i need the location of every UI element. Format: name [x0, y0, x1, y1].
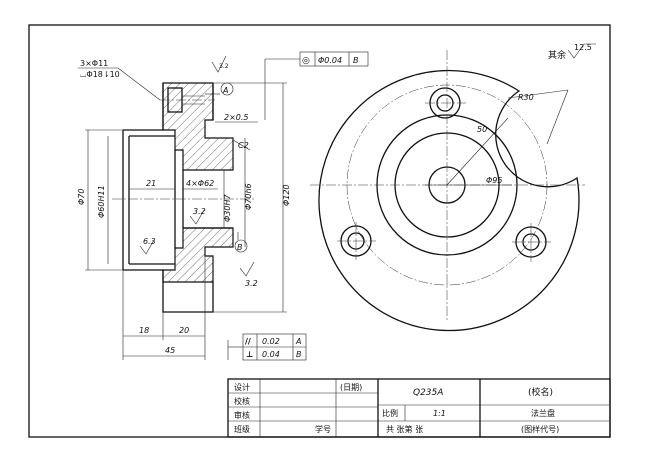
tb-class: 班级 [234, 424, 250, 434]
dim-rough63: 6.3 [143, 237, 156, 246]
tol-parallel-datum: A [295, 337, 301, 346]
rough-top: 3.2 [219, 63, 229, 70]
roughness-note-label: 其余 [548, 49, 566, 61]
dim-len20: 20 [179, 326, 189, 335]
runout-value: Φ0.04 [318, 56, 342, 65]
tolerance-frames: // 0.02 A ⊥ 0.04 B [227, 333, 307, 361]
tb-design: 设计 [234, 382, 250, 392]
section-hatch-lower [162, 227, 234, 283]
hole-note: 3×Φ11 ⌴Φ18⇂10 [78, 59, 161, 101]
dim-d70h6: Φ70h6 [244, 183, 253, 210]
tb-material: Q235A [413, 388, 443, 398]
dim-d30: Φ30H7 [223, 194, 232, 222]
tb-student-no: 学号 [315, 424, 331, 434]
tb-scale-value: 1:1 [433, 409, 446, 418]
datum-b-label: B [237, 243, 243, 252]
title-block: 设计 校核 审核 班级 学号 (日期) Q235A 比例 1:1 共 张第 张 … [227, 378, 611, 438]
tol-perp-symbol: ⊥ [246, 350, 253, 359]
dim-d95: Φ95 [486, 176, 502, 185]
dim-rough32a: 3.2 [193, 207, 206, 216]
tol-parallel-symbol: // [245, 337, 251, 346]
runout-frame: ◎ Φ0.04 B [299, 51, 369, 67]
runout-symbol: ◎ [302, 56, 310, 66]
dim-d62: 4×Φ62 [186, 179, 214, 188]
tol-perp-value: 0.04 [262, 350, 280, 359]
dim-depth21: 21 [146, 179, 156, 188]
dim-d120: Φ120 [282, 184, 291, 206]
hole-note-line1: 3×Φ11 [80, 59, 108, 68]
datum-a: A 3.2 [205, 55, 234, 96]
hole-note-line2: ⌴Φ18⇂10 [80, 70, 120, 79]
tb-date: (日期) [340, 383, 362, 392]
tb-sheets: 共 张第 张 [386, 424, 423, 434]
dim-d70: Φ70 [77, 189, 86, 205]
tb-drawing-no: (图样代号) [521, 424, 559, 434]
dim-len45: 45 [165, 346, 175, 355]
dim-rough32b: 3.2 [245, 279, 258, 288]
section-dimensions: 2×0.5 C2 Φ70 Φ60H11 21 4×Φ62 3.2 Φ30H7 Φ… [77, 82, 291, 360]
dim-50: 50 [477, 125, 487, 134]
tb-check: 校核 [234, 396, 250, 406]
tol-parallel-value: 0.02 [262, 337, 280, 346]
dim-len18: 18 [139, 326, 149, 335]
runout-datum: B [353, 56, 359, 65]
dim-chamfer: 2×0.5 [224, 113, 249, 122]
tb-review: 审核 [234, 410, 250, 420]
front-view: R30 50 Φ95 [310, 50, 585, 332]
dim-r30: R30 [518, 93, 534, 102]
datum-a-label: A [222, 86, 228, 95]
dim-c2: C2 [238, 141, 249, 150]
tol-perp-datum: B [296, 350, 302, 359]
drawing-border [28, 24, 611, 438]
section-view [112, 82, 254, 313]
tb-part-name: 法兰盘 [531, 408, 555, 418]
tb-scale-label: 比例 [382, 408, 398, 418]
roughness-note: 其余 12.5 [548, 43, 596, 61]
roughness-note-value: 12.5 [574, 43, 592, 52]
dim-d60: Φ60H11 [97, 185, 106, 218]
tb-school: (校名) [528, 386, 553, 398]
